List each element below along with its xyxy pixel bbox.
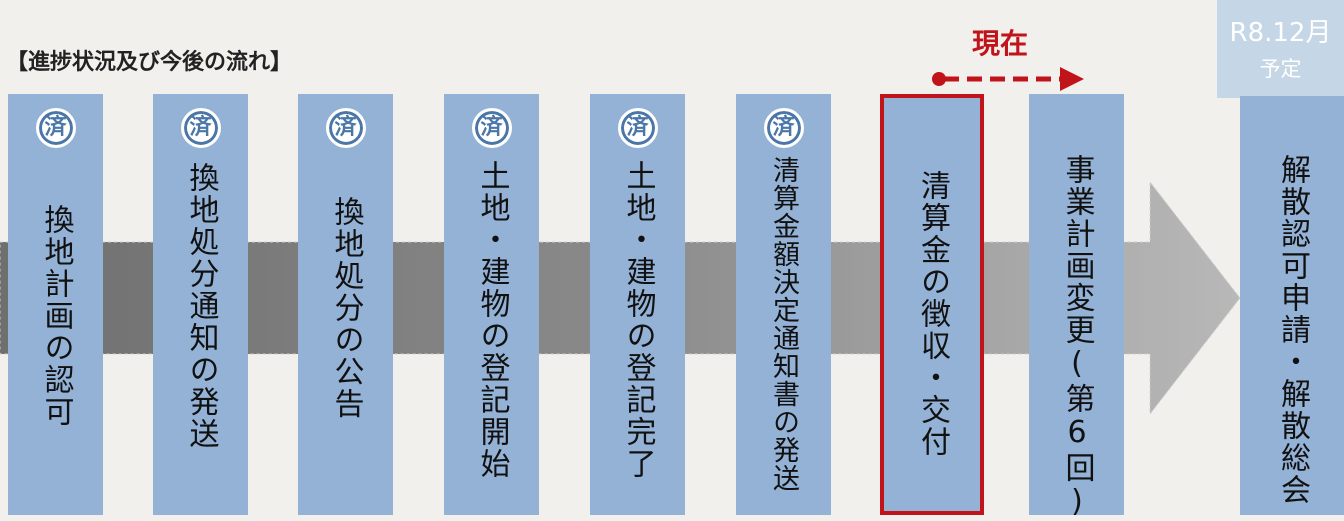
step-label: 清算金額決定通知書の発送 <box>768 156 799 492</box>
step-box-9: 解散認可申請・解散総会 <box>1240 96 1344 515</box>
step-box-7-current: 清算金の徴収・交付 <box>880 94 984 515</box>
current-label: 現在 <box>972 27 1029 60</box>
step-box-2: 済 換地処分通知の発送 <box>153 94 248 515</box>
schedule-note: 予定 <box>1259 57 1302 81</box>
page-title: 【進捗状況及び今後の流れ】 <box>6 50 293 75</box>
step-label: 清算金の徴収・交付 <box>915 170 950 458</box>
step-box-5: 済 土地・建物の登記完了 <box>590 94 685 515</box>
step-label: 換地計画の認可 <box>38 204 74 428</box>
done-badge-icon: 済 <box>35 108 76 148</box>
step-label: 換地処分通知の発送 <box>183 162 219 450</box>
done-badge-icon: 済 <box>180 108 221 148</box>
done-badge-icon: 済 <box>763 108 804 148</box>
step-label: 事業計画変更(第6回) <box>1059 154 1095 521</box>
done-badge-icon: 済 <box>617 108 658 148</box>
current-progress-arrow-icon <box>932 67 1084 91</box>
schedule-date: R8.12月 <box>1229 18 1332 48</box>
done-badge-icon: 済 <box>471 108 512 148</box>
step-label: 換地処分の公告 <box>328 196 364 420</box>
step-label: 土地・建物の登記完了 <box>620 160 656 480</box>
done-badge-icon: 済 <box>325 108 366 148</box>
step-label: 土地・建物の登記開始 <box>474 160 510 480</box>
step-box-6: 済 清算金額決定通知書の発送 <box>736 94 831 515</box>
step-box-1: 済 換地計画の認可 <box>8 94 103 515</box>
step-box-3: 済 換地処分の公告 <box>298 94 393 515</box>
step-box-8: 事業計画変更(第6回) <box>1029 94 1124 521</box>
step-label: 解散認可申請・解散総会 <box>1275 154 1310 506</box>
step-box-4: 済 土地・建物の登記開始 <box>444 94 539 515</box>
schedule-badge: R8.12月 予定 <box>1217 0 1344 98</box>
